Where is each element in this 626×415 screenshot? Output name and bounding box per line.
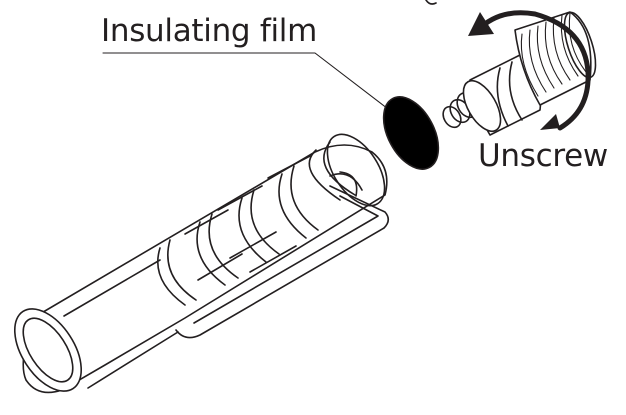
cropped-text-fragment: [425, 0, 437, 5]
curved-arrow-icon: [468, 10, 591, 131]
insulating-film-label: Insulating film: [101, 13, 317, 49]
tail-cap: [442, 11, 597, 136]
unscrew-label: Unscrew: [478, 138, 608, 174]
flashlight-body: [13, 133, 390, 394]
insulating-film-leader-line: [102, 52, 393, 113]
tail-cap-opening: [13, 308, 83, 392]
insulating-film-disc: [382, 96, 440, 170]
